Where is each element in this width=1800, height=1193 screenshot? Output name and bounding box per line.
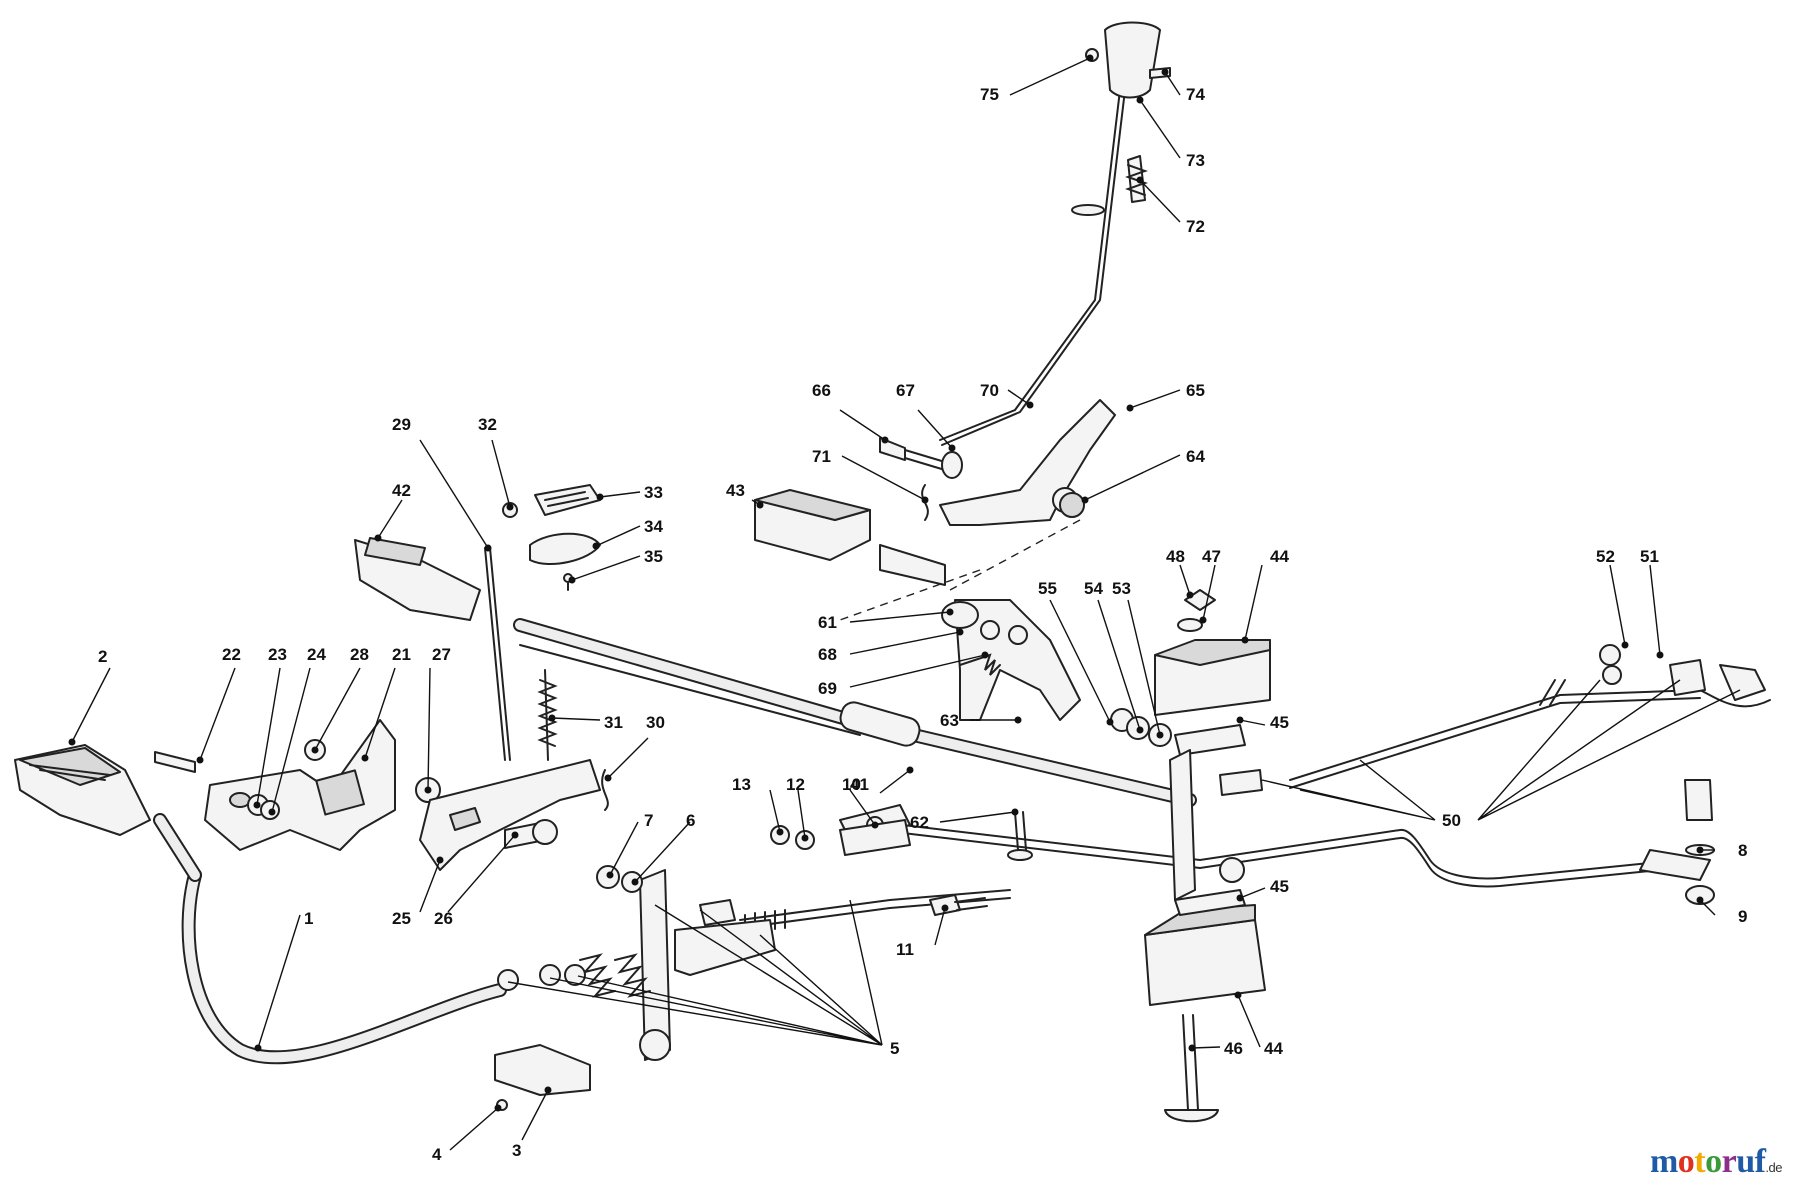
callout-42: 42 (392, 481, 411, 500)
callout-48: 48 (1166, 547, 1185, 566)
callout-65: 65 (1186, 381, 1205, 400)
rod-50-right (1289, 679, 1771, 789)
spring-assembly-5 (497, 804, 911, 1061)
callout-47: 47 (1202, 547, 1221, 566)
motoruf-logo: motoruf.de (1649, 1143, 1783, 1180)
callout-29: 29 (392, 415, 411, 434)
callout-2: 2 (98, 647, 107, 666)
callout-10: 10 (842, 775, 861, 794)
callout-50: 50 (1442, 811, 1461, 830)
bolt-11 (929, 894, 988, 916)
callout-62: 62 (910, 813, 929, 832)
shift-lever-70 (939, 21, 1171, 446)
callout-9: 9 (1738, 907, 1747, 926)
callout-33: 33 (644, 483, 663, 502)
clamp-block-44-lower (1144, 889, 1266, 1006)
callout-1: 1 (304, 909, 313, 928)
callout-21: 21 (392, 645, 411, 664)
callout-66: 66 (812, 381, 831, 400)
callout-52: 52 (1596, 547, 1615, 566)
bolt-62 (1007, 811, 1033, 861)
callout-labels: 1 2 3 4 5 6 7 8 9 10 11 12 13 21 22 23 2… (98, 85, 1747, 1164)
callout-67: 67 (896, 381, 915, 400)
callout-13: 13 (732, 775, 751, 794)
rod-29 (484, 547, 511, 761)
bolt-46 (1164, 1014, 1219, 1123)
threaded-rod-5 (739, 889, 1011, 933)
mount-block-43 (754, 489, 946, 586)
callout-11: 11 (896, 940, 914, 959)
callout-61: 61 (818, 613, 837, 632)
callout-45-lower: 45 (1270, 877, 1289, 896)
callout-7: 7 (644, 811, 653, 830)
callout-63: 63 (940, 711, 959, 730)
callout-4: 4 (432, 1145, 442, 1164)
callout-69: 69 (818, 679, 837, 698)
cam-plate-55 (941, 599, 1081, 721)
main-pedal-rod-1 (153, 813, 507, 1065)
callout-45-upper: 45 (1270, 713, 1289, 732)
callout-32: 32 (478, 415, 497, 434)
callout-68: 68 (818, 645, 837, 664)
pedal-42 (354, 537, 481, 621)
pin-30 (601, 769, 609, 811)
callout-54: 54 (1084, 579, 1103, 598)
callout-51: 51 (1640, 547, 1659, 566)
callout-35: 35 (644, 547, 663, 566)
callout-23: 23 (268, 645, 287, 664)
callout-24: 24 (307, 645, 326, 664)
slider-block-3 (494, 1044, 591, 1111)
nut-50-left (1219, 769, 1263, 796)
callout-75: 75 (980, 85, 999, 104)
callout-43: 43 (726, 481, 745, 500)
bracket-10 (770, 819, 911, 856)
callout-8: 8 (1738, 841, 1747, 860)
clamp-block-44-upper (1110, 589, 1271, 756)
callout-46: 46 (1224, 1039, 1243, 1058)
latch-plate-25 (419, 759, 601, 871)
callout-71: 71 (812, 447, 831, 466)
long-link-rod (519, 644, 1681, 888)
callout-73: 73 (1186, 151, 1205, 170)
cross-rod-41 (513, 618, 1197, 807)
callout-25: 25 (392, 909, 411, 928)
callout-64: 64 (1186, 447, 1205, 466)
callout-22: 22 (222, 645, 241, 664)
callout-28: 28 (350, 645, 369, 664)
callout-44-lower: 44 (1264, 1039, 1283, 1058)
pedal-pad-2 (14, 744, 151, 836)
callout-12: 12 (786, 775, 805, 794)
callout-34: 34 (644, 517, 663, 536)
callout-30: 30 (646, 713, 665, 732)
callout-41: 41 (850, 775, 869, 794)
bolt-66 (879, 437, 963, 521)
callout-55: 55 (1038, 579, 1057, 598)
pedal-pad-33 (502, 484, 601, 591)
callout-26: 26 (434, 909, 453, 928)
spring-31 (537, 669, 558, 761)
callout-31: 31 (604, 713, 623, 732)
callout-5: 5 (890, 1039, 899, 1058)
callout-70: 70 (980, 381, 999, 400)
rod-end-right (1599, 644, 1766, 905)
pedal-bracket-21 (154, 719, 441, 851)
callout-72: 72 (1186, 217, 1205, 236)
callout-27: 27 (432, 645, 451, 664)
bracket-post (1169, 749, 1245, 901)
quadrant-65 (839, 399, 1116, 621)
leader-lines (68, 54, 1741, 1151)
callout-53: 53 (1112, 579, 1131, 598)
callout-44-upper: 44 (1270, 547, 1289, 566)
callout-3: 3 (512, 1141, 521, 1160)
callout-74: 74 (1186, 85, 1205, 104)
callout-6: 6 (686, 811, 695, 830)
